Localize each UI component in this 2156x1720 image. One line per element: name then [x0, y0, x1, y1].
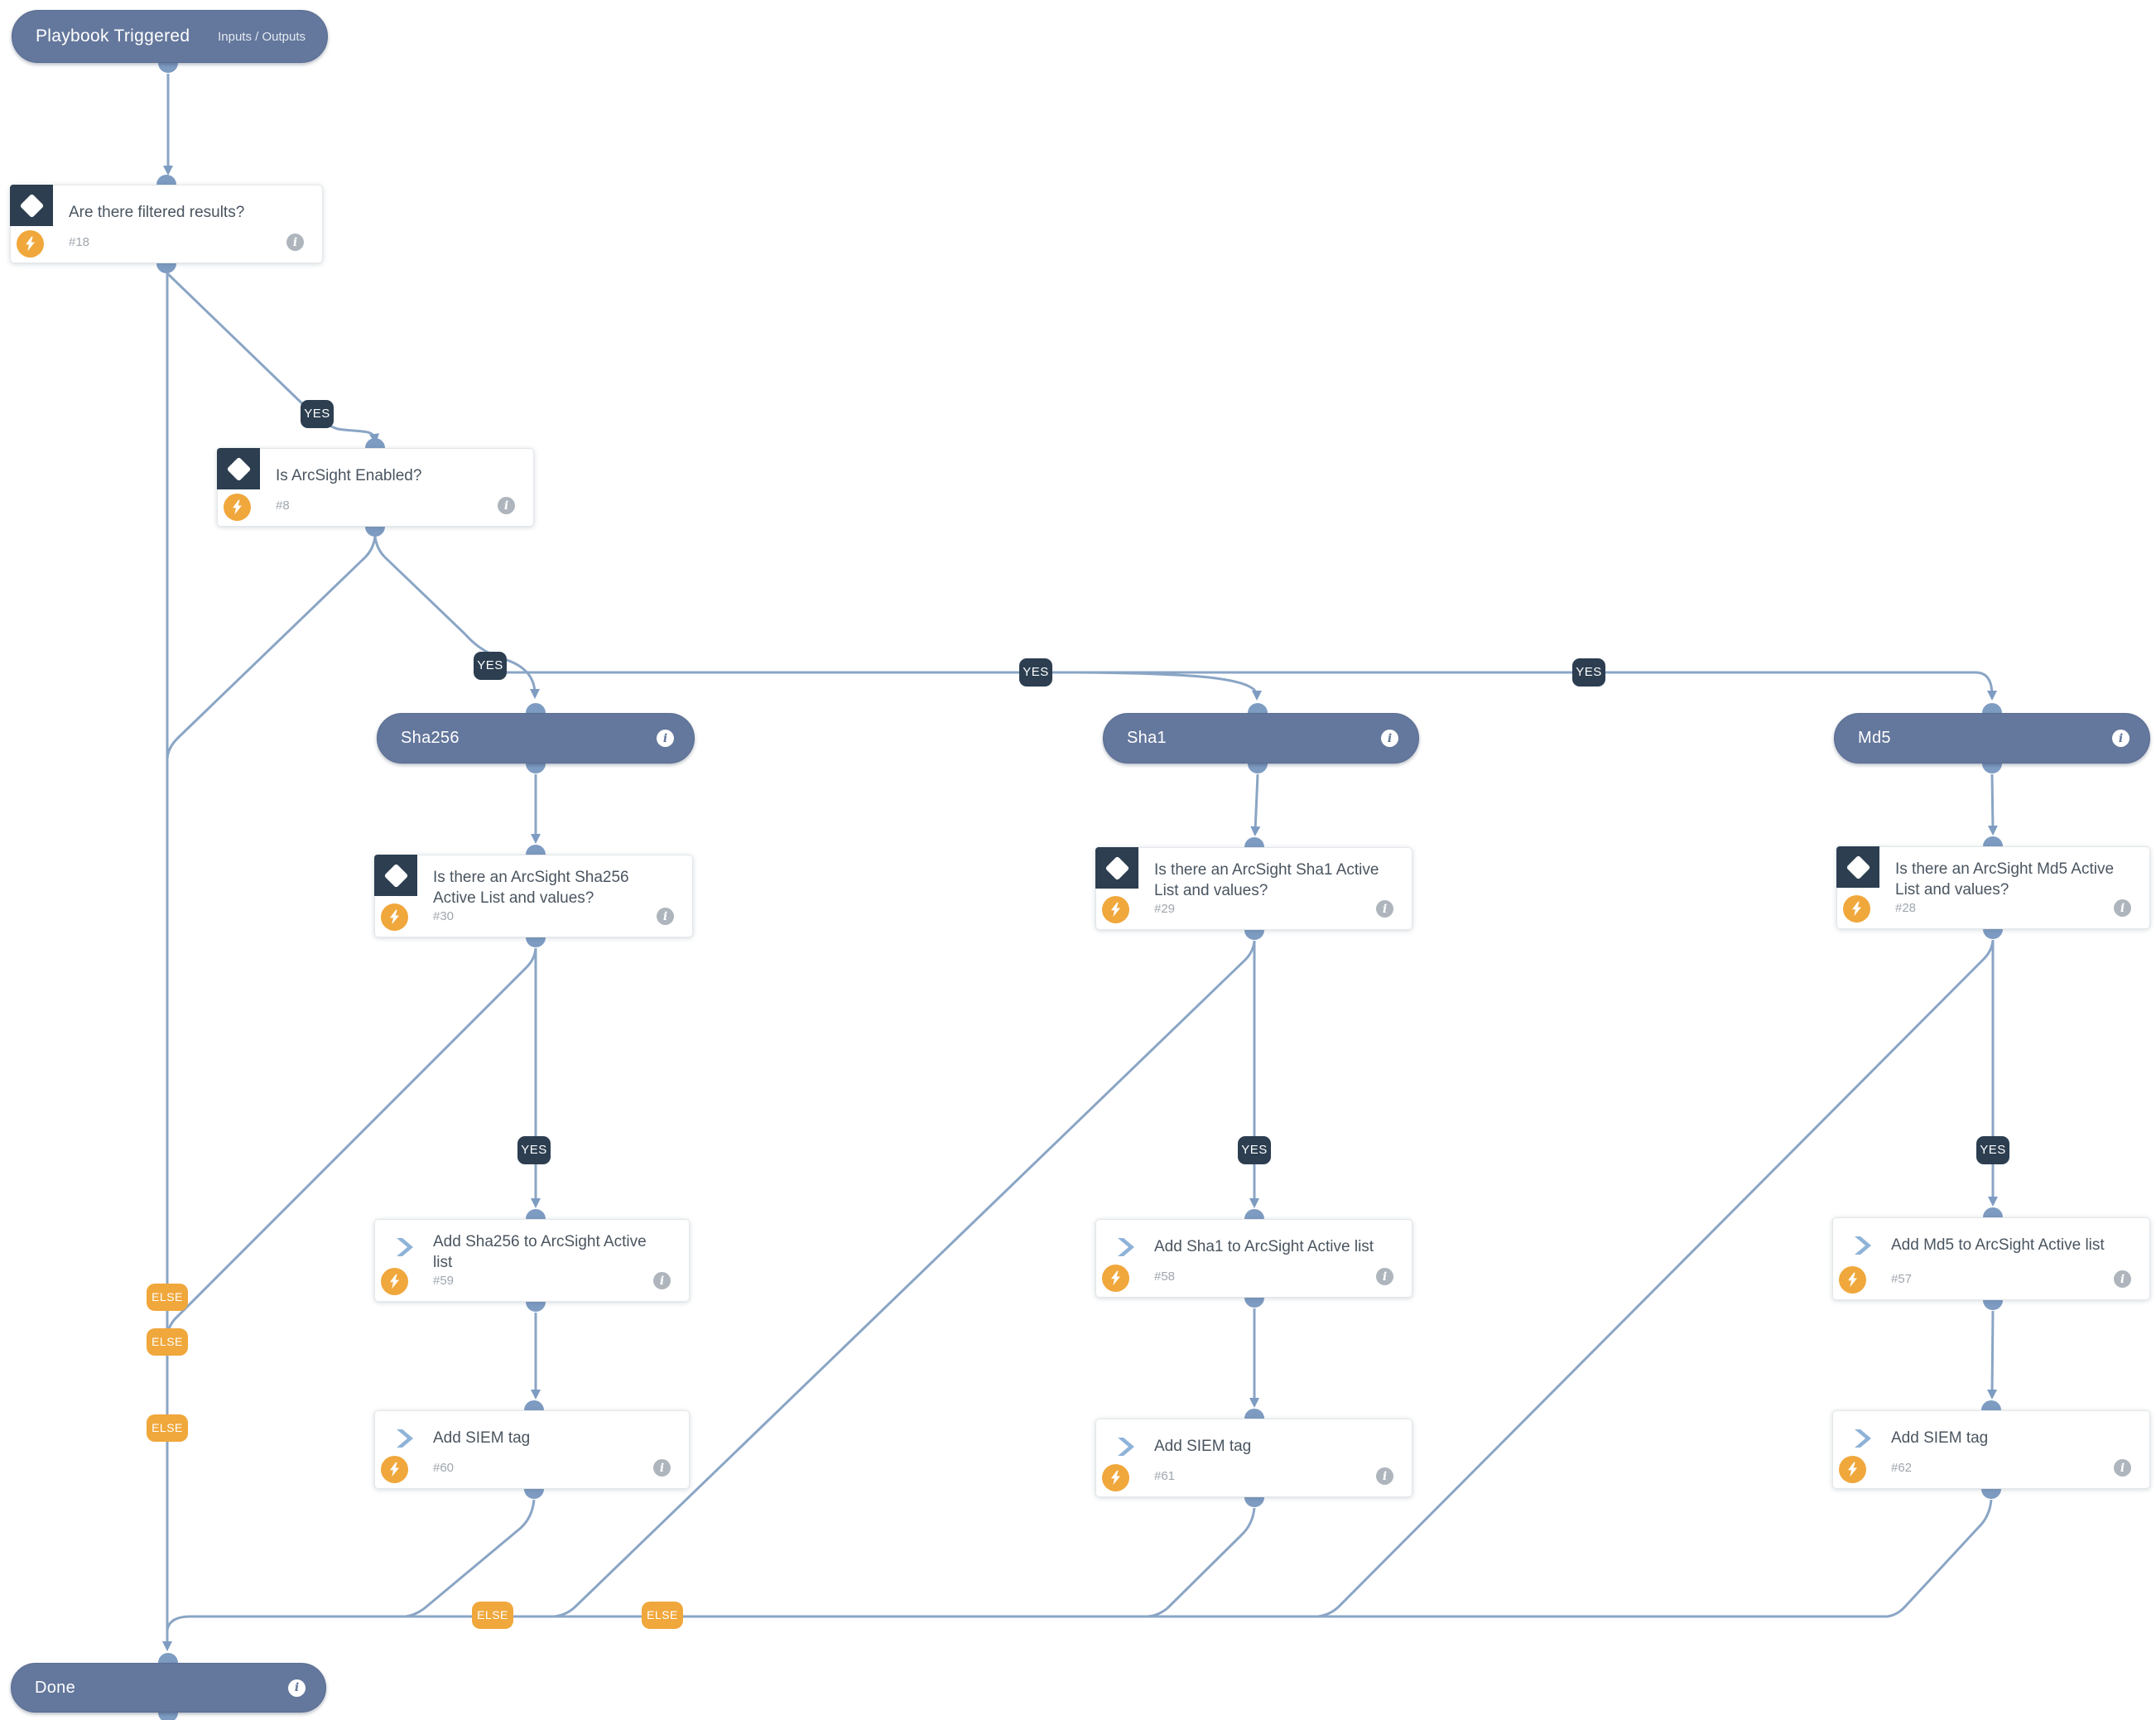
edge-label-yes: YES [517, 1136, 551, 1164]
section-header-sha1[interactable]: Sha1 i [1103, 713, 1419, 764]
edge-label-yes: YES [1572, 658, 1605, 687]
info-icon[interactable]: i [1381, 730, 1398, 747]
task-node-add-siem-tag-sha256[interactable]: Add SIEM tag #60 i [374, 1410, 690, 1489]
task-node-add-sha256[interactable]: Add Sha256 to ArcSight Active list #59 i [374, 1219, 690, 1302]
automation-lightning-icon [17, 230, 44, 258]
condition-icon [217, 448, 260, 489]
condition-icon [1836, 846, 1879, 888]
condition-node-md5-active-list[interactable]: Is there an ArcSight Md5 Active List and… [1836, 846, 2150, 929]
task-node-add-md5[interactable]: Add Md5 to ArcSight Active list #57 i [1832, 1217, 2150, 1300]
automation-lightning-icon [381, 903, 408, 931]
info-icon[interactable]: i [2114, 1270, 2131, 1288]
automation-lightning-icon [1102, 1265, 1129, 1292]
info-icon[interactable]: i [1376, 1268, 1393, 1285]
end-title: Done [35, 1678, 76, 1697]
diamond-icon [226, 456, 251, 481]
condition-node-sha256-active-list[interactable]: Is there an ArcSight Sha256 Active List … [374, 855, 693, 937]
task-chevron-icon [1853, 1429, 1873, 1452]
diamond-icon [19, 193, 44, 218]
edge-label-else: ELSE [147, 1284, 188, 1311]
task-number: #59 [433, 1274, 455, 1288]
task-number: #58 [1154, 1270, 1176, 1284]
automation-lightning-icon [224, 494, 251, 521]
task-number: #62 [1891, 1461, 1913, 1475]
condition-node-arcsight-enabled[interactable]: Is ArcSight Enabled? #8 i [217, 448, 534, 527]
automation-lightning-icon [1102, 1464, 1129, 1491]
task-chevron-icon [1116, 1238, 1136, 1260]
task-title: Is ArcSight Enabled? [276, 467, 422, 484]
info-icon[interactable]: i [653, 1459, 671, 1477]
task-title: Add SIEM tag [433, 1429, 531, 1447]
edge-label-else: ELSE [472, 1602, 513, 1629]
task-title: Are there filtered results? [69, 204, 245, 221]
section-title: Sha256 [401, 729, 460, 747]
section-title: Md5 [1858, 729, 1891, 747]
info-icon[interactable]: i [1376, 900, 1393, 918]
section-header-sha256[interactable]: Sha256 i [377, 713, 695, 764]
inputs-outputs-link[interactable]: Inputs / Outputs [218, 29, 306, 44]
task-node-add-siem-tag-md5[interactable]: Add SIEM tag #62 i [1832, 1410, 2150, 1489]
info-icon[interactable]: i [498, 497, 515, 514]
diamond-icon [1846, 855, 1870, 879]
task-title: Add Sha256 to ArcSight Active list [433, 1233, 647, 1271]
info-icon[interactable]: i [657, 730, 674, 747]
edge-label-yes: YES [1976, 1136, 2009, 1164]
condition-icon [374, 855, 417, 896]
edge-label-yes: YES [301, 400, 334, 428]
task-chevron-icon [1853, 1236, 1873, 1259]
task-title: Is there an ArcSight Sha256 Active List … [433, 869, 629, 907]
edge-label-else: ELSE [147, 1414, 188, 1442]
condition-icon [1095, 847, 1138, 889]
task-chevron-icon [395, 1238, 415, 1260]
task-title: Is there an ArcSight Sha1 Active List an… [1154, 861, 1379, 899]
task-number: #8 [276, 499, 290, 513]
diamond-icon [383, 863, 408, 888]
condition-icon [10, 185, 53, 226]
edge-label-else: ELSE [642, 1602, 683, 1629]
end-node-done[interactable]: Done i [11, 1663, 326, 1713]
task-node-add-sha1[interactable]: Add Sha1 to ArcSight Active list #58 i [1095, 1219, 1412, 1298]
task-chevron-icon [395, 1429, 415, 1452]
automation-lightning-icon [381, 1456, 408, 1483]
info-icon[interactable]: i [657, 908, 674, 925]
task-number: #60 [433, 1461, 455, 1475]
task-number: #30 [433, 909, 455, 923]
task-number: #29 [1154, 902, 1176, 916]
edge-label-else: ELSE [147, 1328, 188, 1356]
start-title: Playbook Triggered [36, 26, 190, 46]
task-node-add-siem-tag-sha1[interactable]: Add SIEM tag #61 i [1095, 1419, 1412, 1497]
info-icon[interactable]: i [286, 234, 304, 251]
condition-node-sha1-active-list[interactable]: Is there an ArcSight Sha1 Active List an… [1095, 847, 1412, 930]
info-icon[interactable]: i [2114, 1459, 2131, 1477]
automation-lightning-icon [381, 1268, 408, 1295]
task-number: #18 [69, 235, 90, 249]
task-title: Add SIEM tag [1891, 1429, 1989, 1447]
section-header-md5[interactable]: Md5 i [1834, 713, 2150, 764]
diamond-icon [1104, 855, 1129, 880]
automation-lightning-icon [1843, 895, 1870, 923]
task-title: Add SIEM tag [1154, 1438, 1252, 1455]
info-icon[interactable]: i [653, 1272, 671, 1289]
task-title: Add Sha1 to ArcSight Active list [1154, 1238, 1374, 1255]
edge-label-yes: YES [474, 652, 507, 680]
task-chevron-icon [1116, 1438, 1136, 1460]
task-number: #28 [1895, 901, 1917, 915]
task-number: #57 [1891, 1272, 1913, 1286]
info-icon[interactable]: i [288, 1679, 306, 1697]
start-node-playbook-triggered[interactable]: Playbook Triggered Inputs / Outputs [12, 10, 328, 63]
edge-label-yes: YES [1019, 658, 1052, 687]
section-title: Sha1 [1127, 729, 1167, 747]
task-number: #61 [1154, 1469, 1176, 1483]
automation-lightning-icon [1839, 1266, 1866, 1294]
info-icon[interactable]: i [2112, 730, 2130, 747]
condition-node-filtered-results[interactable]: Are there filtered results? #18 i [10, 185, 323, 263]
edge-label-yes: YES [1238, 1136, 1271, 1164]
task-title: Is there an ArcSight Md5 Active List and… [1895, 860, 2115, 899]
info-icon[interactable]: i [1376, 1467, 1393, 1485]
automation-lightning-icon [1839, 1456, 1866, 1483]
automation-lightning-icon [1102, 896, 1129, 923]
task-title: Add Md5 to ArcSight Active list [1891, 1236, 2105, 1254]
info-icon[interactable]: i [2114, 899, 2131, 917]
